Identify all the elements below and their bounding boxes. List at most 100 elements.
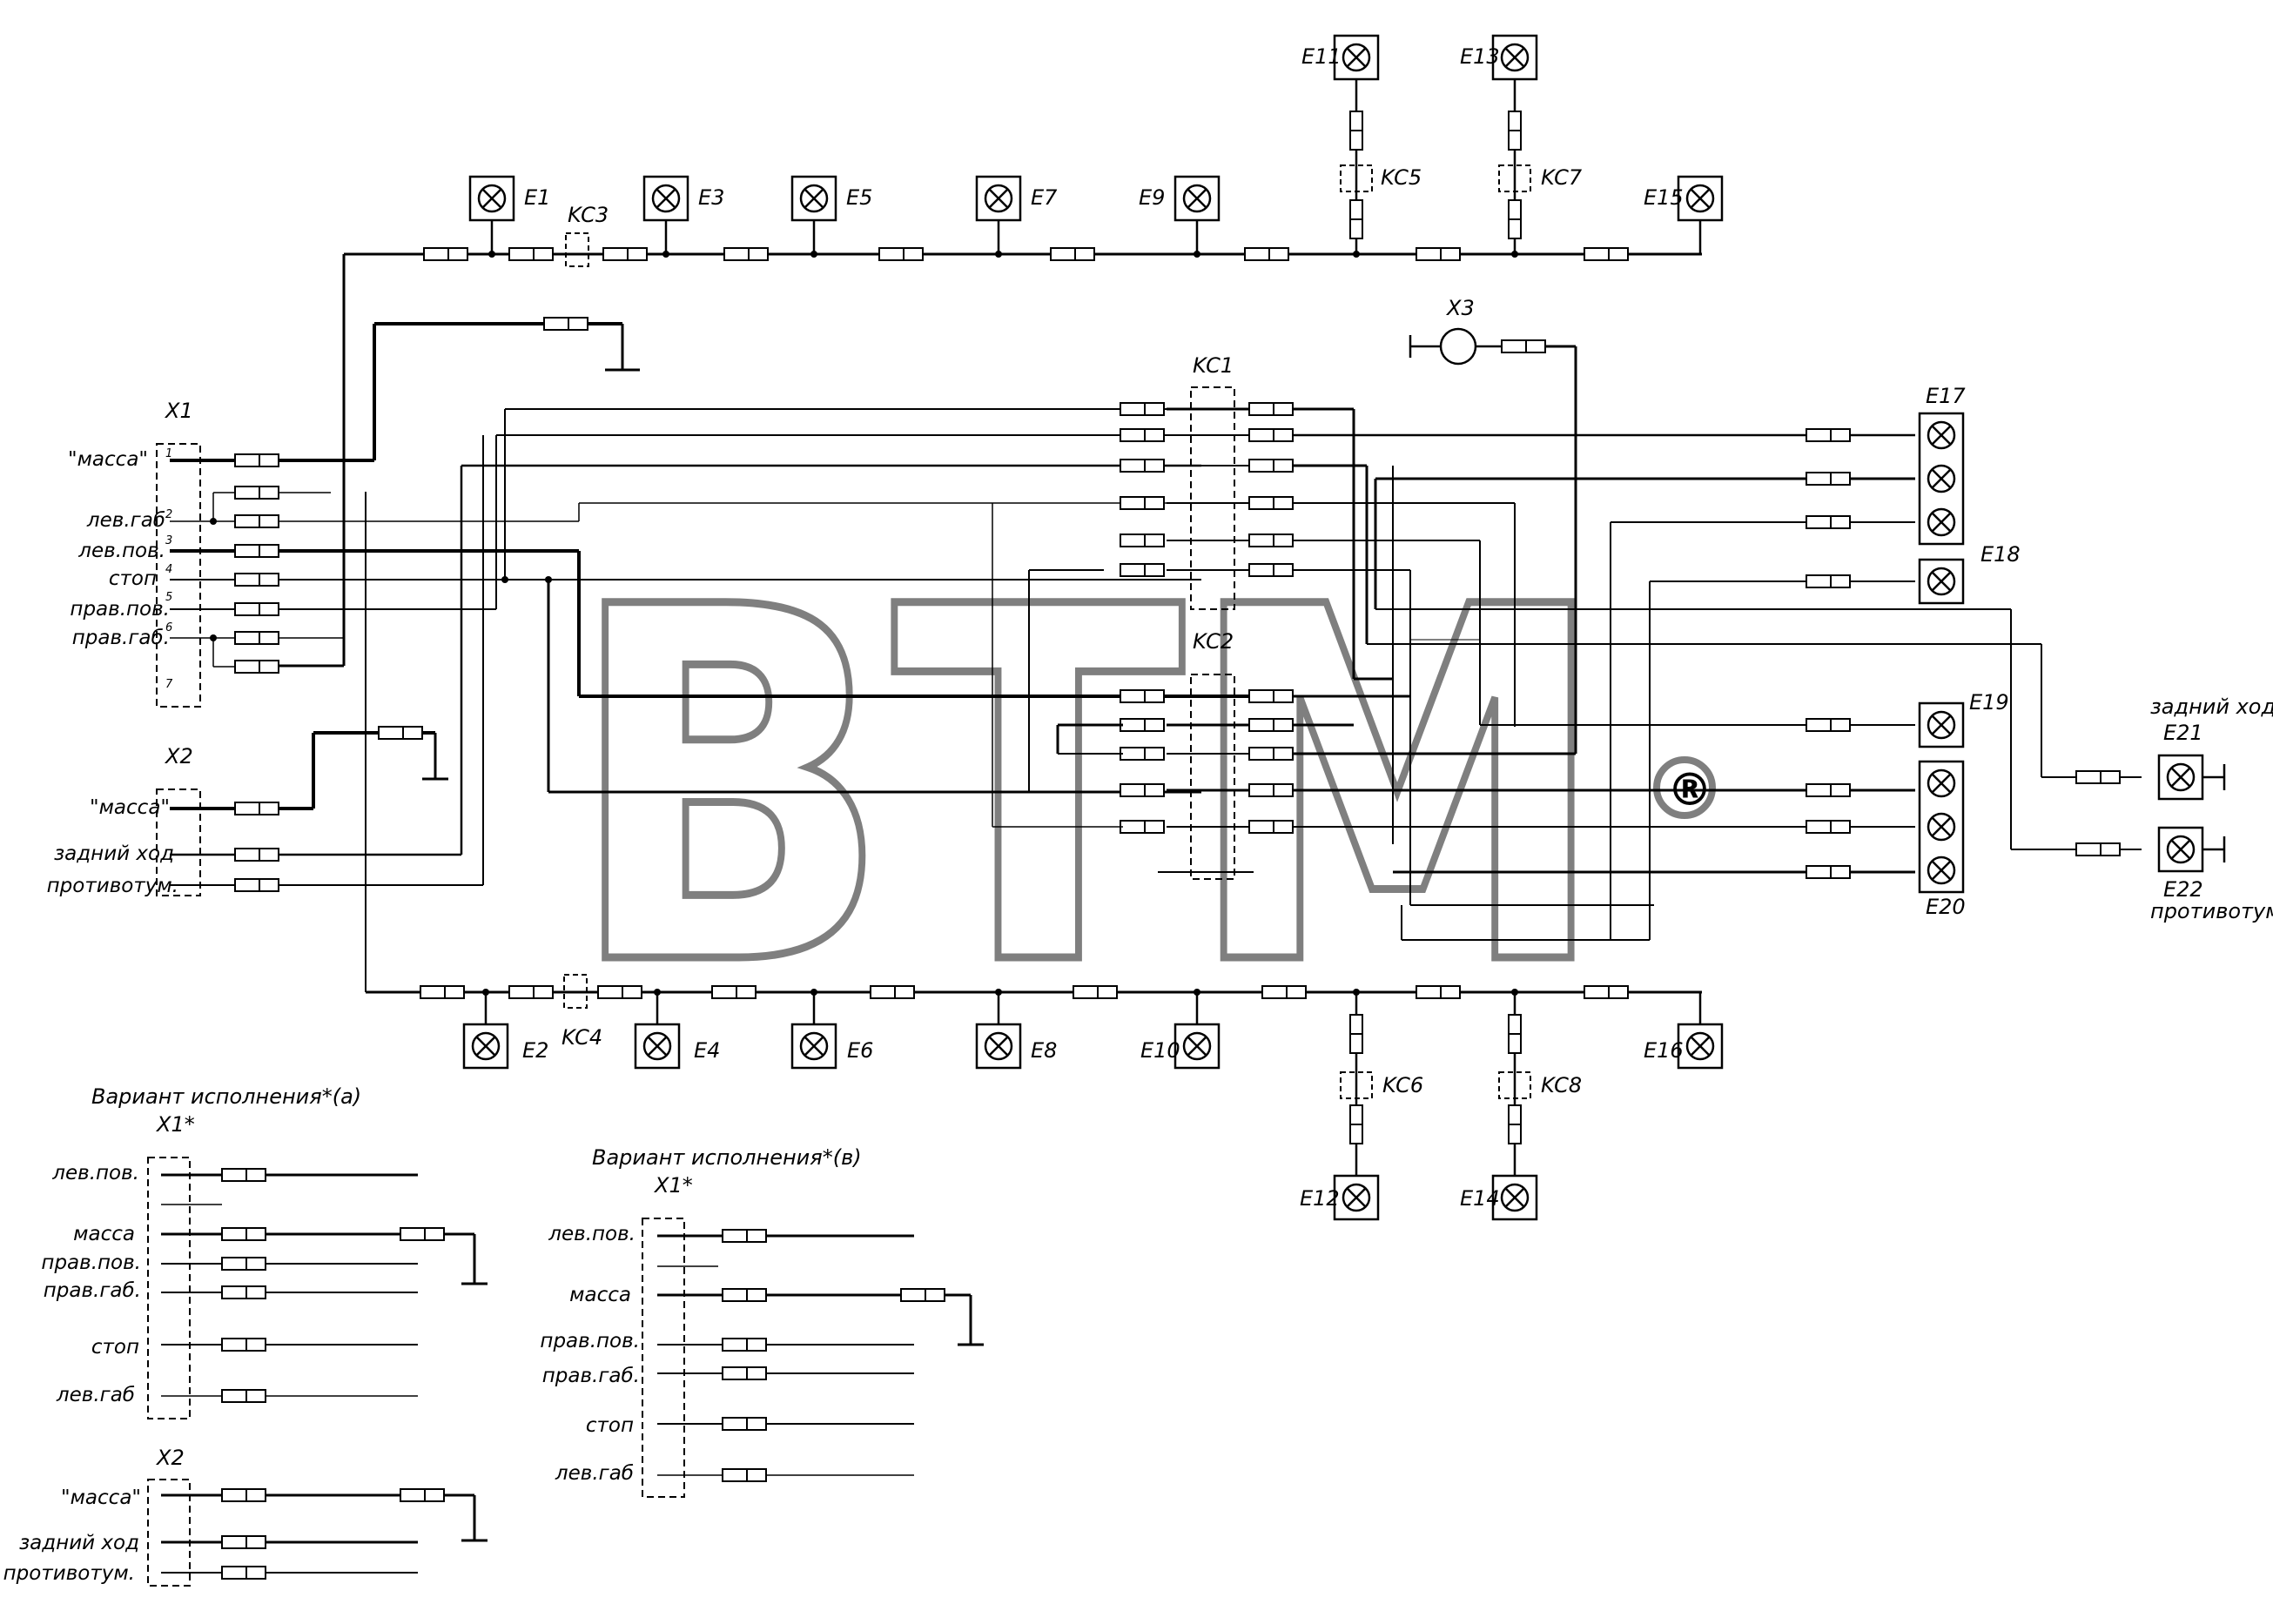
- variant-a-label-stop: стоп: [91, 1336, 139, 1359]
- label-e8: E8: [1031, 1038, 1057, 1063]
- label-e6: E6: [847, 1038, 873, 1063]
- lamp-e5: [790, 175, 837, 222]
- connector-kc1: [1190, 386, 1235, 610]
- connector-kc5: [1340, 164, 1373, 192]
- x2-label-mass: "масса": [90, 796, 170, 819]
- x1-title: X1: [164, 399, 193, 423]
- lamp-e9: [1173, 175, 1221, 222]
- x2-label-fog: противотум.: [47, 875, 178, 897]
- x1-pin-7: 7: [165, 678, 173, 691]
- connector-kc7: [1498, 164, 1531, 192]
- label-e9: E9: [1139, 185, 1165, 210]
- variant-a-label-mass: масса: [73, 1223, 135, 1245]
- x1-label-prav-gab: прав.габ.: [72, 627, 170, 649]
- variant-a-tags: [221, 1168, 445, 1580]
- connector-kc4: [563, 974, 588, 1009]
- variant-a-x1-title: X1*: [155, 1112, 195, 1137]
- variant-b-label-prav-gab: прав.габ.: [542, 1365, 640, 1387]
- label-e2: E2: [522, 1038, 548, 1063]
- connector-x2: [156, 789, 201, 896]
- label-kc6: KC6: [1382, 1073, 1423, 1097]
- lamp-e10: [1173, 1023, 1221, 1070]
- variant-b-label-stop: стоп: [586, 1414, 634, 1437]
- label-e11: E11: [1301, 44, 1342, 69]
- label-e7: E7: [1031, 185, 1058, 210]
- label-e14: E14: [1460, 1186, 1500, 1211]
- kc-through-wires: [992, 407, 1254, 873]
- label-kc7: KC7: [1541, 165, 1583, 190]
- variant-b-tags: [722, 1229, 945, 1482]
- lamp-e20-elements: [1927, 768, 1956, 885]
- variant-a-x2-label-mass: "масса": [61, 1486, 141, 1509]
- x1-label-stop: стоп: [109, 567, 157, 590]
- label-kc3: KC3: [568, 203, 609, 227]
- label-e20: E20: [1926, 895, 1966, 919]
- x1-pin-5: 5: [165, 591, 172, 604]
- lamp-e2: [462, 1023, 509, 1070]
- kc2-title: KC2: [1193, 629, 1234, 654]
- variant-a-connector-x2: [147, 1479, 191, 1587]
- label-e1: E1: [524, 185, 550, 210]
- x1-pin-3: 3: [165, 534, 172, 547]
- bottom-lamp-bus: [365, 492, 1702, 994]
- variant-a-label-prav-gab: прав.габ.: [44, 1279, 141, 1302]
- x2-label-reverse: задний ход: [54, 842, 174, 865]
- connector-kc6: [1340, 1071, 1373, 1099]
- x1-pin-6: 6: [165, 621, 172, 634]
- variant-a-label-lev-gab: лев.габ: [56, 1384, 135, 1406]
- lamp-e4: [634, 1023, 681, 1070]
- variant-b-x1-title: X1*: [653, 1173, 693, 1198]
- connector-kc3: [565, 232, 589, 267]
- label-e3: E3: [698, 185, 724, 210]
- lamp-e6: [790, 1023, 837, 1070]
- variant-b-wires: [657, 1234, 984, 1476]
- lamp-e8: [975, 1023, 1022, 1070]
- x1-label-mass: "масса": [68, 448, 148, 471]
- registered-mark-circle: [1653, 756, 1716, 819]
- label-e12: E12: [1300, 1186, 1340, 1211]
- variant-b-connector-x1: [642, 1218, 685, 1498]
- variant-b-title: Вариант исполнения*(в): [592, 1145, 862, 1170]
- x1-label-lev-pov: лев.пов.: [77, 540, 165, 562]
- lamp-e21: [2157, 754, 2204, 801]
- socket-x3: [1439, 327, 1477, 366]
- label-e22-desc: противотум.: [2150, 899, 2273, 923]
- x1-pin-2: 2: [165, 508, 172, 521]
- label-e16: E16: [1644, 1038, 1684, 1063]
- lamp-e18: [1918, 558, 1965, 605]
- label-kc5: KC5: [1381, 165, 1422, 190]
- variant-a-title: Вариант исполнения*(а): [91, 1084, 361, 1109]
- label-e17: E17: [1926, 384, 1966, 408]
- variant-b-label-lev-gab: лев.габ: [555, 1462, 634, 1485]
- lamp-e3: [642, 175, 689, 222]
- variant-a-label-lev-pov: лев.пов.: [51, 1162, 139, 1184]
- variant-a-label-prav-pov: прав.пов.: [41, 1252, 141, 1274]
- lamp-e19: [1918, 701, 1965, 748]
- lamp-e12: [1333, 1174, 1380, 1221]
- x1-tags: [234, 317, 588, 892]
- variant-b-label-prav-pov: прав.пов.: [540, 1330, 640, 1352]
- right-side-wires: [1293, 345, 2142, 941]
- kc1-title: KC1: [1193, 353, 1234, 378]
- x1-pin-4: 4: [165, 563, 172, 576]
- lamp-e15: [1677, 175, 1724, 222]
- label-e21: E21: [2163, 721, 2203, 745]
- x2-title: X2: [164, 744, 193, 768]
- x1-wires: [170, 322, 1201, 886]
- connector-x1: [156, 443, 201, 708]
- label-e5: E5: [846, 185, 872, 210]
- x1-label-prav-pov: прав.пов.: [70, 598, 170, 621]
- label-e15: E15: [1644, 185, 1684, 210]
- x1-label-lev-gab: лев.габ: [86, 509, 165, 532]
- label-e10: E10: [1140, 1038, 1180, 1063]
- lamp-e7: [975, 175, 1022, 222]
- label-kc8: KC8: [1541, 1073, 1582, 1097]
- label-e19: E19: [1969, 690, 2009, 715]
- label-e22: E22: [2163, 877, 2203, 902]
- label-kc4: KC4: [562, 1025, 602, 1050]
- variant-a-x2-label-fog: противотум.: [3, 1562, 135, 1585]
- connector-kc8: [1498, 1071, 1531, 1099]
- label-e18: E18: [1980, 542, 2021, 567]
- variant-a-x2-label-reverse: задний ход: [19, 1532, 139, 1554]
